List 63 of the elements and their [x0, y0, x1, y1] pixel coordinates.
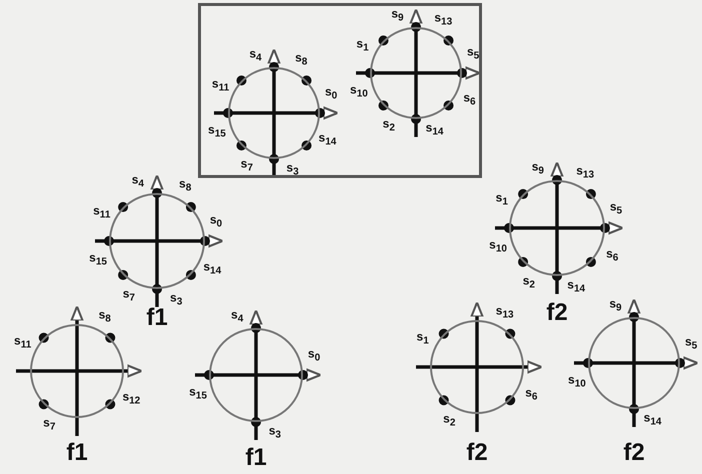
signal-label: s$_{13}$	[496, 304, 514, 322]
constellation-circle	[430, 320, 524, 414]
signal-label: s$_{6}$	[606, 247, 618, 265]
signal-label: s$_{6}$	[463, 92, 476, 109]
signal-label: s$_{4}$	[231, 308, 244, 326]
subset-label: f2	[546, 301, 568, 325]
signal-label: s$_{9}$	[391, 7, 404, 25]
signal-label: s$_{3}$	[286, 161, 299, 179]
signal-label: s$_{9}$	[609, 297, 622, 315]
signal-label: s$_{7}$	[43, 416, 56, 434]
frame-box	[198, 3, 482, 178]
signal-label: s$_{5}$	[684, 336, 698, 354]
signal-label: s$_{3}$	[268, 424, 281, 442]
signal-label: s$_{5}$	[466, 46, 480, 64]
constellation-circle	[109, 193, 205, 289]
signal-label: s$_{14}$	[644, 411, 662, 429]
signal-label: s$_{7}$	[122, 288, 135, 305]
signal-label: s$_{10}$	[568, 372, 586, 390]
subset-label: f2	[466, 441, 488, 465]
subset-label: f1	[245, 446, 267, 470]
constellation-circle	[228, 67, 320, 159]
signal-label: s$_{14}$	[203, 260, 222, 278]
signal-label: s$_{11}$	[93, 204, 110, 222]
subset-label: f1	[146, 306, 168, 330]
subset-label: f1	[66, 441, 88, 465]
signal-label: s$_{4}$	[132, 173, 144, 191]
signal-label: s$_{7}$	[240, 158, 253, 176]
signal-label: s$_{15}$	[208, 122, 226, 140]
constellation-circle	[509, 180, 605, 276]
signal-label: s$_{6}$	[525, 386, 538, 404]
signal-label: s$_{11}$	[14, 334, 32, 352]
signal-label: s$_{1}$	[496, 191, 508, 209]
signal-label: s$_{5}$	[610, 200, 622, 218]
signal-label: s$_{0}$	[210, 213, 222, 231]
signal-label: s$_{12}$	[122, 390, 140, 408]
signal-label: s$_{4}$	[249, 47, 262, 65]
signal-label: s$_{10}$	[350, 82, 368, 100]
subset-label: f2	[623, 441, 645, 465]
signal-label: s$_{8}$	[295, 50, 308, 68]
signal-label: s$_{1}$	[416, 330, 429, 348]
signal-label: s$_{14}$	[567, 278, 586, 296]
signal-label: s$_{15}$	[189, 385, 207, 403]
constellation-circle	[370, 27, 462, 119]
signal-label: s$_{0}$	[324, 86, 338, 104]
signal-label: s$_{13}$	[434, 10, 452, 28]
signal-label: s$_{9}$	[532, 160, 544, 178]
signal-label: s$_{8}$	[179, 177, 192, 194]
signal-label: s$_{3}$	[170, 291, 182, 309]
signal-label: s$_{2}$	[522, 274, 535, 292]
signal-label: s$_{2}$	[443, 412, 456, 430]
signal-label: s$_{0}$	[308, 347, 320, 365]
signal-label: s$_{2}$	[382, 118, 395, 136]
signal-label: s$_{8}$	[98, 308, 111, 326]
signal-label: s$_{14}$	[426, 121, 444, 139]
constellation-circle	[588, 317, 680, 409]
signal-label: s$_{11}$	[212, 77, 230, 94]
signal-label: s$_{15}$	[89, 251, 107, 269]
signal-label: s$_{13}$	[576, 164, 594, 182]
constellation-circle	[209, 328, 303, 422]
signal-label: s$_{14}$	[318, 132, 336, 149]
signal-label: s$_{10}$	[489, 238, 507, 256]
signal-label: s$_{1}$	[356, 37, 369, 54]
constellation-circle	[30, 324, 124, 418]
